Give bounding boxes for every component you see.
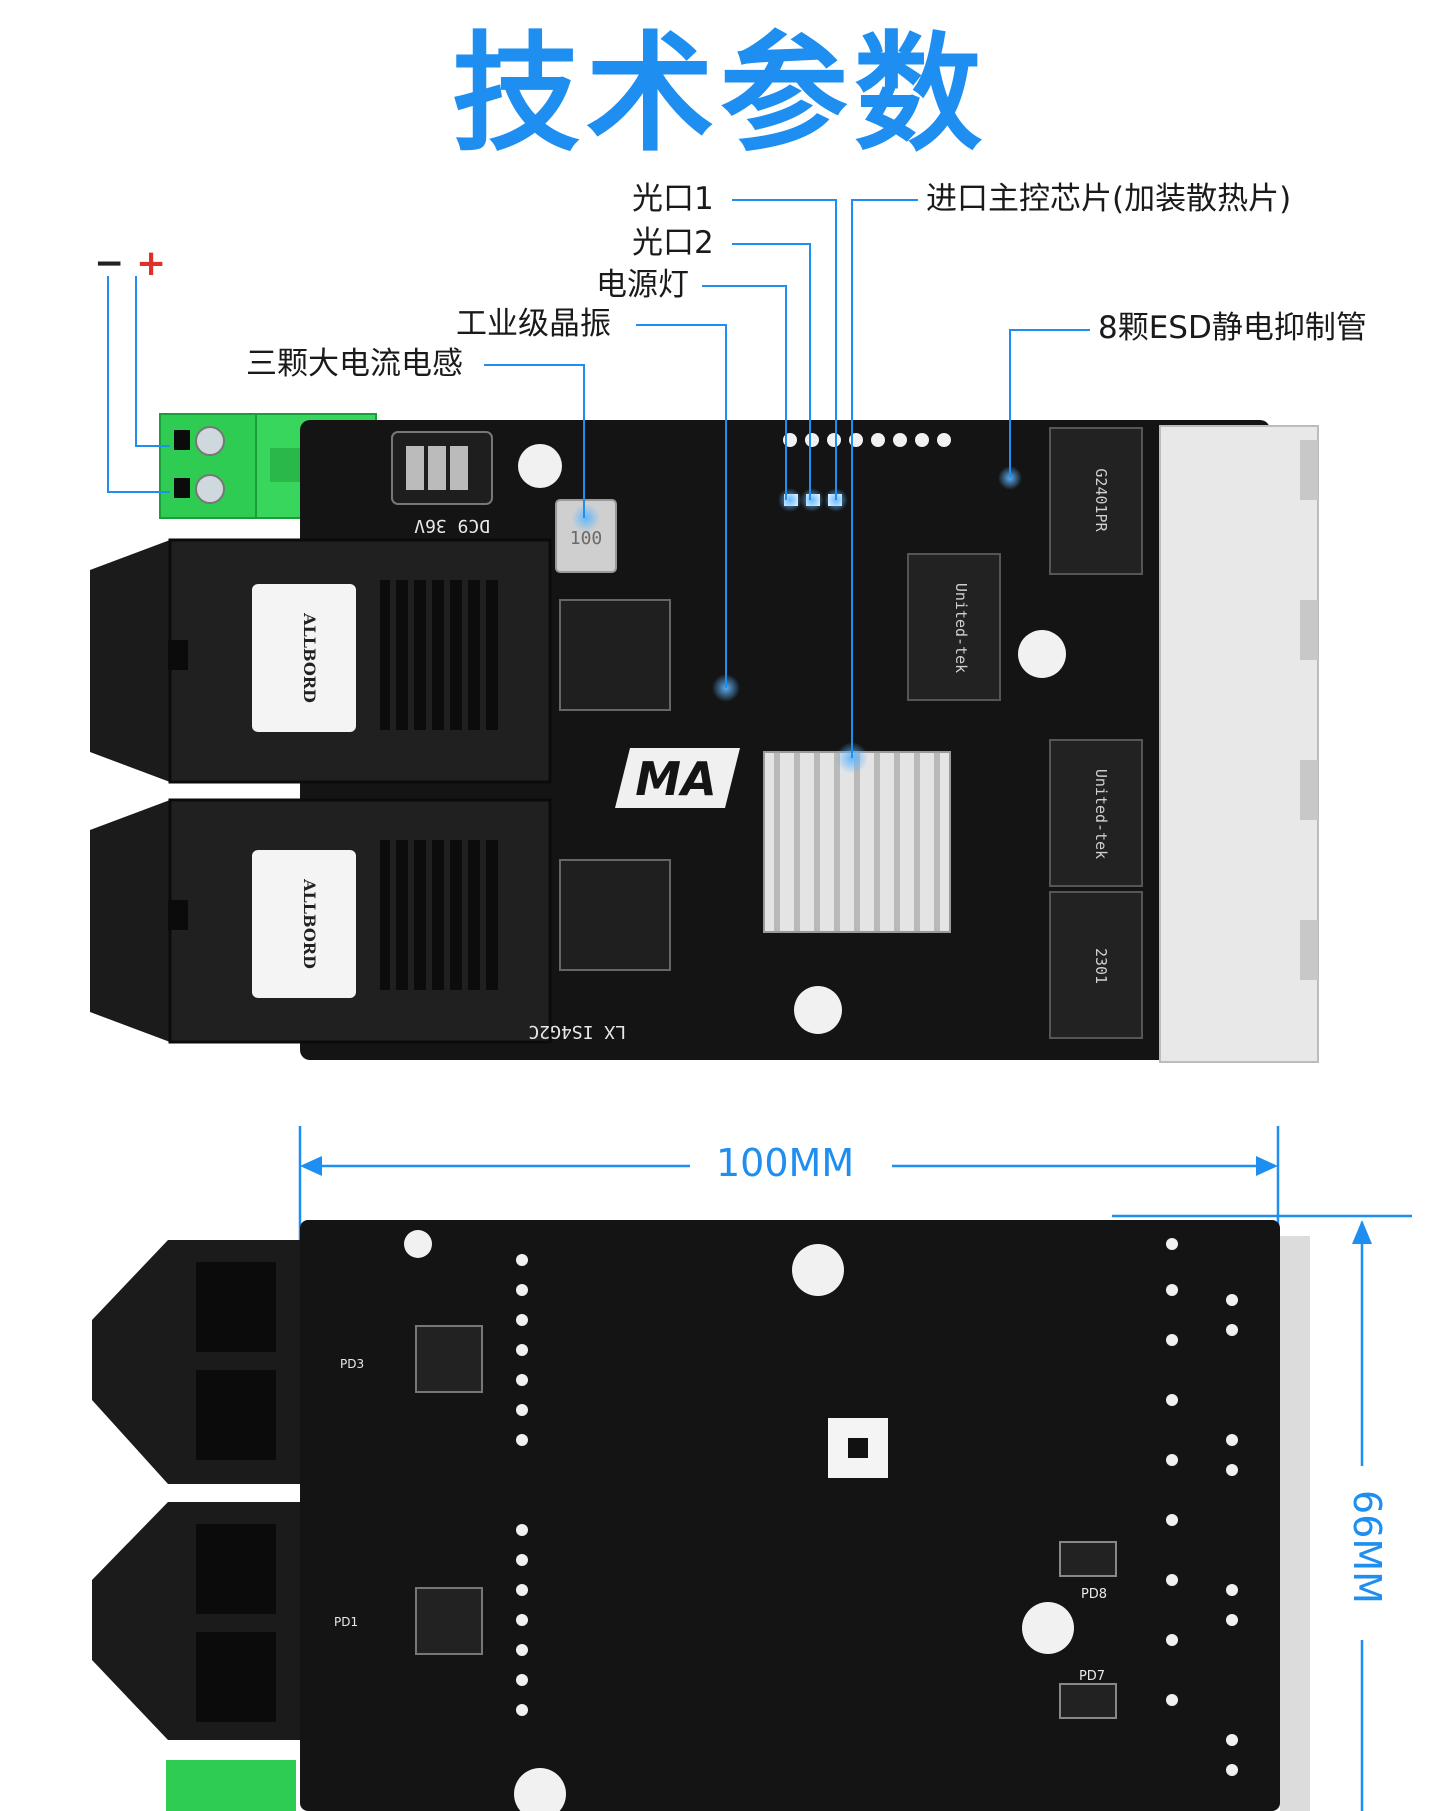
optical-module-2: ALLBORD [90,798,552,1044]
callout-lines [107,199,1090,758]
board-model-silk: LX IS4G2C [528,1021,626,1042]
svg-text:MA: MA [635,752,716,806]
svg-text:United-tek: United-tek [952,583,970,673]
svg-text:PD3: PD3 [340,1357,364,1371]
callout-optical-port-2: 光口2 [632,225,714,261]
svg-text:PD1: PD1 [334,1615,358,1629]
callout-optical-port-1: 光口1 [632,181,714,217]
bottom-board: PD8 PD7 PD3 PD1 [92,1220,1310,1811]
callout-crystal: 工业级晶振 [456,306,611,342]
callout-inductors: 三颗大电流电感 [246,346,463,382]
phy-chip-1 [559,599,671,711]
dc-label-silk: DC9 36V [414,515,490,536]
bottom-pcb [300,1220,1280,1811]
rj45-port-block [1159,425,1319,1063]
callout-esd: 8颗ESD静电抑制管 [1098,310,1367,346]
svg-text:United-tek: United-tek [1092,769,1110,859]
svg-text:G2401PR: G2401PR [1092,468,1110,532]
page-title: 技术参数 [451,20,988,169]
magnetics: United-tek G2401PR United-tek 2301 [907,427,1143,1039]
inductor-row: 100 [391,431,617,573]
optical-module-1: ALLBORD [90,538,552,784]
svg-text:PD8: PD8 [1081,1587,1107,1602]
callout-main-chip: 进口主控芯片(加装散热片) [926,181,1292,217]
svg-text:PD7: PD7 [1079,1669,1105,1684]
top-board: DC9 36V 100 ALLBORD ALLBORD [90,413,1319,1063]
polarity-minus: − [94,243,125,284]
module-1-brand: ALLBORD [300,612,319,703]
inductor-100-value: 100 [570,528,603,549]
ma-logo: MA [615,748,740,808]
module-2-brand: ALLBORD [300,878,319,969]
dimension-width-label: 100MM [716,1141,855,1185]
phy-chip-2 [559,859,671,971]
polarity-plus: + [136,243,167,284]
callout-power-led: 电源灯 [596,267,689,303]
main-chip-heatsink [763,751,951,933]
svg-text:2301: 2301 [1092,948,1110,984]
